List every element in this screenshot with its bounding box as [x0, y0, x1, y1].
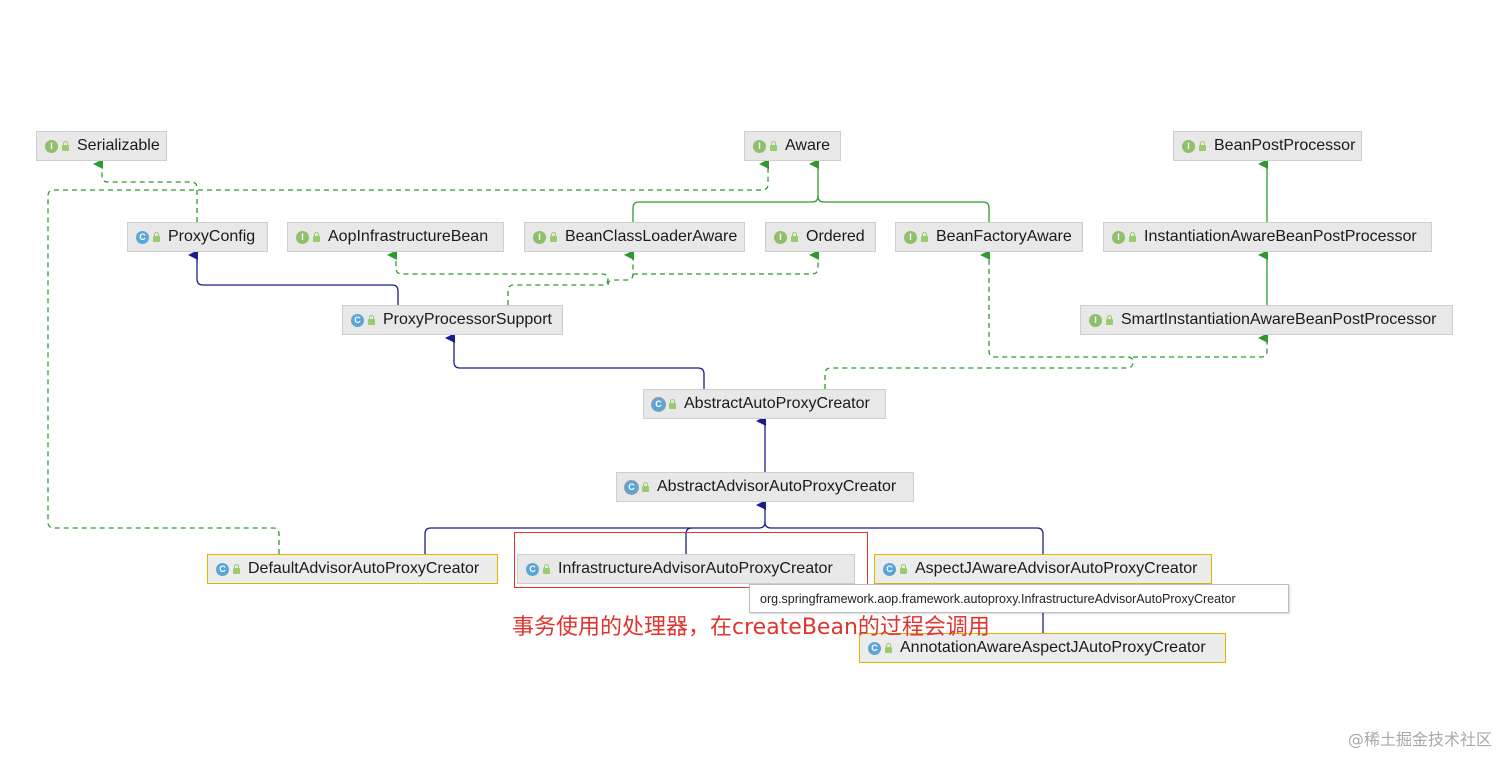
node-abstract-advisor-auto-proxy-creator[interactable]: C AbstractAdvisorAutoProxyCreator: [616, 472, 914, 502]
node-label: AnnotationAwareAspectJAutoProxyCreator: [900, 639, 1206, 656]
lock-icon: [642, 482, 649, 492]
node-label: AspectJAwareAdvisorAutoProxyCreator: [915, 560, 1198, 577]
lock-icon: [770, 141, 777, 151]
lock-icon: [921, 232, 928, 242]
node-label: SmartInstantiationAwareBeanPostProcessor: [1121, 311, 1437, 328]
edge-pps-proxyconfig: [188, 250, 399, 305]
interface-icon: I: [1182, 139, 1195, 153]
lock-icon: [550, 232, 557, 242]
node-label: ProxyConfig: [168, 228, 256, 245]
node-label: Serializable: [77, 137, 160, 154]
node-label: Ordered: [806, 228, 865, 245]
node-label: BeanPostProcessor: [1214, 137, 1356, 154]
edge-bcla-aware: [632, 159, 819, 222]
node-ordered[interactable]: I Ordered: [765, 222, 876, 252]
interface-icon: I: [753, 139, 766, 153]
node-label: AbstractAdvisorAutoProxyCreator: [657, 478, 897, 495]
edge-aapc-pps: [445, 333, 705, 389]
interface-icon: I: [1089, 313, 1102, 327]
node-annotation-aware-aspectj-auto-proxy-creator[interactable]: C AnnotationAwareAspectJAutoProxyCreator: [859, 633, 1226, 663]
interface-icon: I: [1112, 230, 1125, 244]
class-icon: C: [351, 313, 364, 327]
node-label: ProxyProcessorSupport: [383, 311, 552, 328]
interface-icon: I: [45, 139, 58, 153]
node-smart-instantiation-aware-bpp[interactable]: I SmartInstantiationAwareBeanPostProcess…: [1080, 305, 1453, 335]
node-label: BeanFactoryAware: [936, 228, 1072, 245]
node-bean-class-loader-aware[interactable]: I BeanClassLoaderAware: [524, 222, 745, 252]
node-aop-infrastructure-bean[interactable]: I AopInfrastructureBean: [287, 222, 504, 252]
lock-icon: [368, 315, 375, 325]
interface-icon: I: [296, 230, 309, 244]
abstract-class-icon: C: [652, 397, 665, 411]
tooltip-text: org.springframework.aop.framework.autopr…: [760, 591, 1236, 606]
edge-aapc-bfa: [824, 250, 1134, 389]
node-label: Aware: [785, 137, 831, 154]
edge-infra-aaapc: [685, 527, 693, 554]
edge-pps-bcla: [607, 250, 634, 286]
node-bean-factory-aware[interactable]: I BeanFactoryAware: [895, 222, 1083, 252]
class-icon: C: [883, 562, 896, 576]
qualified-name-tooltip: org.springframework.aop.framework.autopr…: [749, 584, 1289, 613]
node-bean-post-processor[interactable]: I BeanPostProcessor: [1173, 131, 1362, 161]
interface-icon: I: [904, 230, 917, 244]
node-abstract-auto-proxy-creator[interactable]: C AbstractAutoProxyCreator: [643, 389, 886, 419]
edge-proxyconfig-serializable: [93, 159, 198, 222]
node-label: DefaultAdvisorAutoProxyCreator: [248, 560, 480, 577]
node-aware[interactable]: I Aware: [744, 131, 841, 161]
watermark: @稀土掘金技术社区: [1347, 730, 1492, 749]
lock-icon: [1129, 232, 1136, 242]
node-proxy-processor-support[interactable]: C ProxyProcessorSupport: [342, 305, 563, 335]
node-label: AbstractAutoProxyCreator: [684, 395, 870, 412]
node-aspectj-aware-advisor-auto-proxy-creator[interactable]: C AspectJAwareAdvisorAutoProxyCreator: [874, 554, 1212, 584]
class-icon: C: [868, 641, 881, 655]
node-proxy-config[interactable]: C ProxyConfig: [127, 222, 268, 252]
abstract-class-icon: C: [625, 480, 638, 494]
lock-icon: [153, 232, 160, 242]
class-icon: C: [526, 562, 539, 576]
node-infrastructure-advisor-auto-proxy-creator[interactable]: C InfrastructureAdvisorAutoProxyCreator: [517, 554, 855, 584]
lock-icon: [543, 564, 550, 574]
lock-icon: [1106, 315, 1113, 325]
node-label: AopInfrastructureBean: [328, 228, 489, 245]
lock-icon: [900, 564, 907, 574]
edge-bfa-aware: [817, 195, 990, 222]
edge-aspectj-aaapc: [764, 521, 1044, 554]
lock-icon: [669, 399, 676, 409]
node-instantiation-aware-bpp[interactable]: I InstantiationAwareBeanPostProcessor: [1103, 222, 1432, 252]
edge-pps-ordered: [633, 250, 819, 275]
node-default-advisor-auto-proxy-creator[interactable]: C DefaultAdvisorAutoProxyCreator: [207, 554, 498, 584]
node-serializable[interactable]: I Serializable: [36, 131, 167, 161]
lock-icon: [885, 643, 892, 653]
class-icon: C: [136, 230, 149, 244]
lock-icon: [1199, 141, 1206, 151]
annotation-text: 事务使用的处理器，在createBean的过程会调用: [512, 615, 990, 640]
class-icon: C: [216, 562, 229, 576]
edge-aapc-siabpp: [1133, 333, 1268, 358]
edge-pps-aopinfra: [387, 250, 609, 305]
highlight-box: [514, 532, 868, 588]
node-label: InstantiationAwareBeanPostProcessor: [1144, 228, 1417, 245]
lock-icon: [791, 232, 798, 242]
node-label: InfrastructureAdvisorAutoProxyCreator: [558, 560, 833, 577]
node-label: BeanClassLoaderAware: [565, 228, 738, 245]
lock-icon: [313, 232, 320, 242]
interface-icon: I: [533, 230, 546, 244]
lock-icon: [233, 564, 240, 574]
interface-icon: I: [774, 230, 787, 244]
lock-icon: [62, 141, 69, 151]
